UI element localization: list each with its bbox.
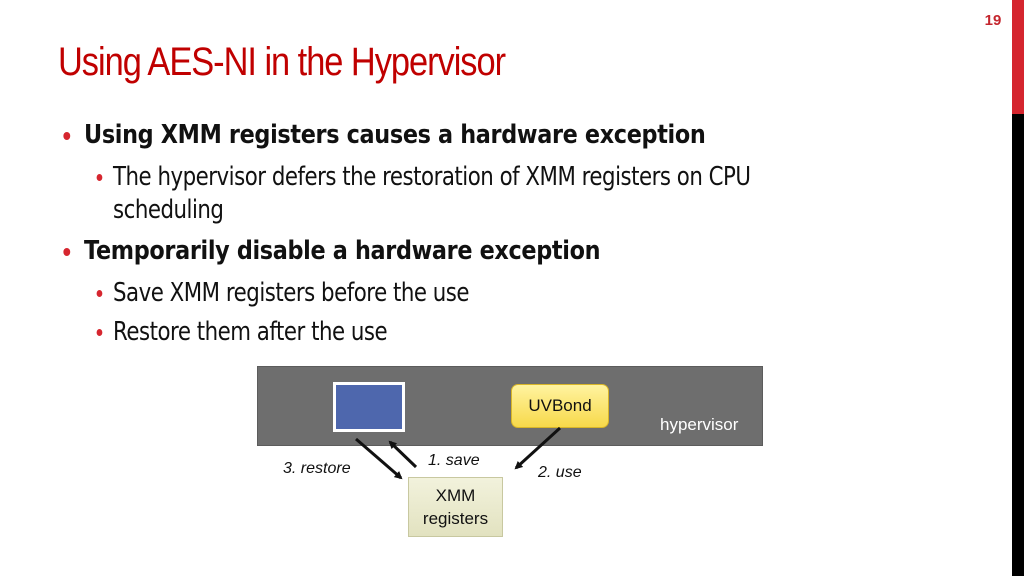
bullet-dot-icon — [63, 132, 71, 140]
step-use-label: 2. use — [538, 464, 582, 481]
bullet-dot-icon — [96, 329, 103, 336]
bullet-level1: Using XMM registers causes a hardware ex… — [63, 120, 706, 150]
accent-side-bar — [1012, 0, 1024, 114]
xmm-label-line1: XMM — [435, 486, 476, 505]
bullet-text: scheduling — [113, 195, 224, 225]
hypervisor-label: hypervisor — [660, 415, 739, 434]
bullet-dot-icon — [96, 290, 103, 297]
slide-title: Using AES-NI in the Hypervisor — [58, 40, 506, 84]
save-area-box — [333, 382, 405, 432]
step-restore-label: 3. restore — [283, 460, 351, 477]
bullet-level2: Save XMM registers before the use — [96, 278, 470, 308]
save-arrow-icon — [388, 440, 418, 469]
bullet-level2: The hypervisor defers the restoration of… — [96, 162, 751, 192]
use-arrow-icon — [514, 426, 562, 470]
bullet-text: Restore them after the use — [113, 317, 388, 347]
dark-side-bar — [1012, 114, 1024, 576]
bullet-text: Using XMM registers causes a hardware ex… — [84, 120, 706, 150]
bullet-level1: Temporarily disable a hardware exception — [63, 236, 601, 266]
step-save-label: 1. save — [428, 452, 480, 469]
bullet-dot-icon — [96, 174, 103, 181]
bullet-level2: Restore them after the use — [96, 317, 388, 347]
restore-arrow-icon — [355, 437, 403, 480]
bullet-text: Save XMM registers before the use — [113, 278, 470, 308]
bullet-text: Temporarily disable a hardware exception — [84, 236, 601, 266]
xmm-registers-box: XMM registers — [408, 477, 503, 537]
bullet-continuation: scheduling — [113, 195, 224, 225]
slide-number: 19 — [984, 12, 1002, 29]
uvbond-box: UVBond — [511, 384, 609, 428]
bullet-dot-icon — [63, 248, 71, 256]
xmm-label-line2: registers — [422, 509, 489, 528]
bullet-text: The hypervisor defers the restoration of… — [113, 162, 751, 192]
